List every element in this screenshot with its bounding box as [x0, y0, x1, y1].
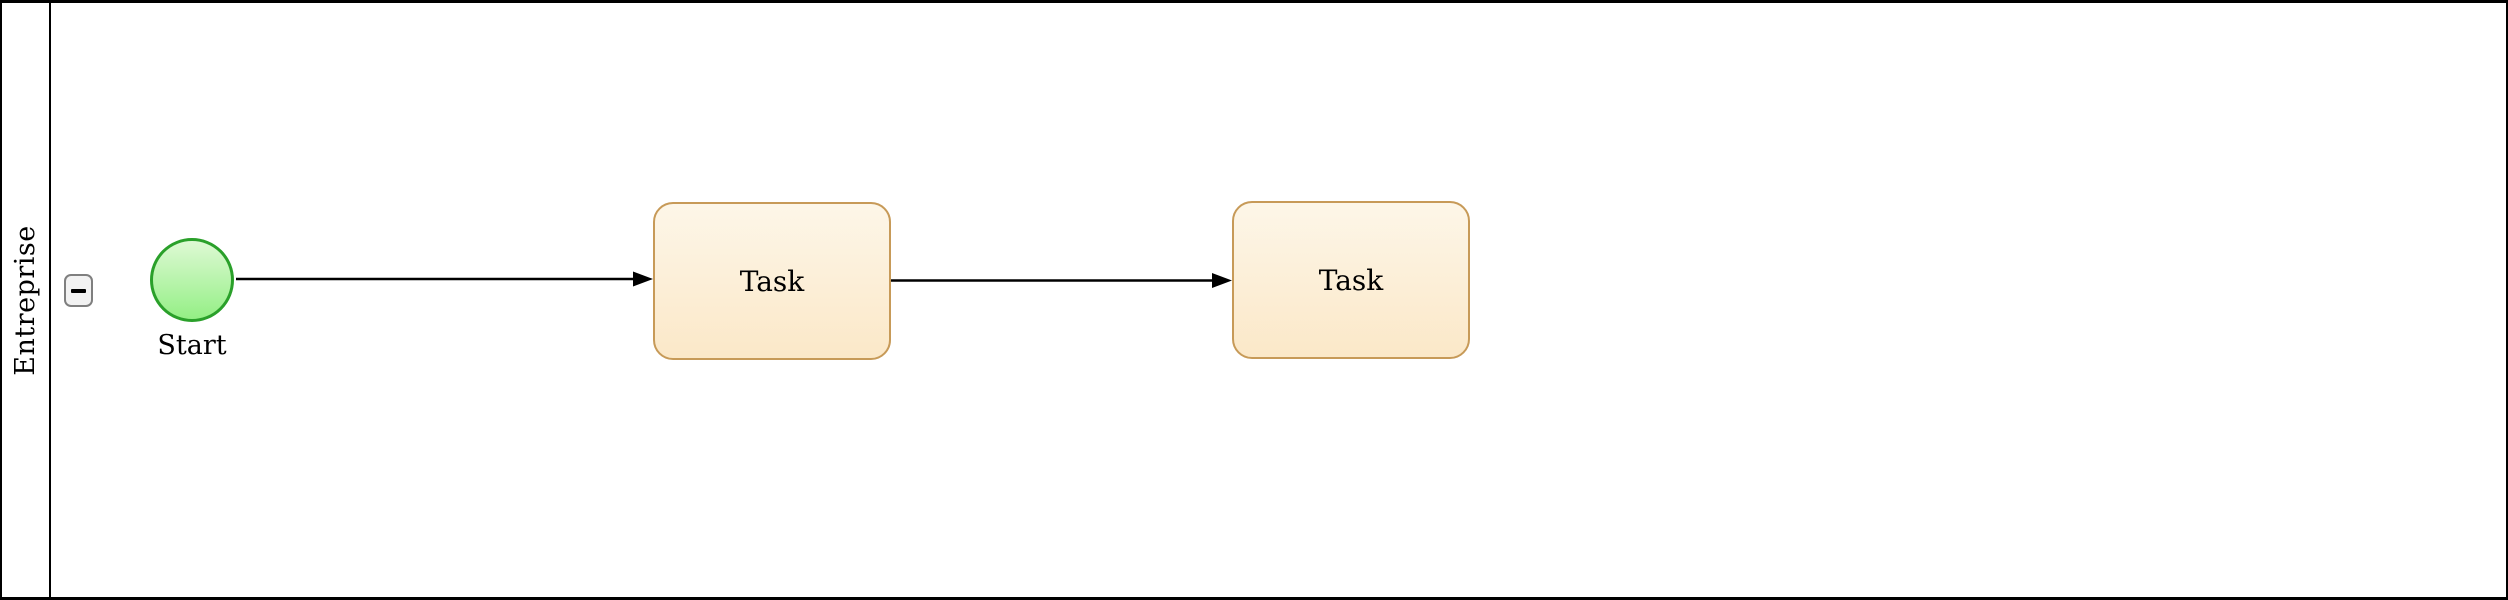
sequence-flow-start-to-task1[interactable] — [236, 271, 653, 287]
start-event[interactable] — [150, 238, 234, 322]
task-label: Task — [739, 264, 805, 298]
diagram-canvas[interactable]: Start Task Task — [53, 3, 2506, 597]
task-node-2[interactable]: Task — [1232, 201, 1470, 359]
minus-icon — [71, 288, 86, 293]
sequence-flows-layer — [236, 271, 1232, 288]
pool-collapse-button[interactable] — [64, 274, 93, 307]
arrowhead-icon — [633, 271, 653, 287]
pool-label-band[interactable]: Entreprise — [2, 3, 51, 597]
pool-label: Entreprise — [10, 224, 41, 376]
start-event-label: Start — [157, 330, 227, 361]
arrowhead-icon — [1212, 273, 1232, 288]
task-node-1[interactable]: Task — [653, 202, 891, 360]
task-label: Task — [1318, 263, 1384, 297]
sequence-flow-task1-to-task2[interactable] — [891, 273, 1232, 288]
